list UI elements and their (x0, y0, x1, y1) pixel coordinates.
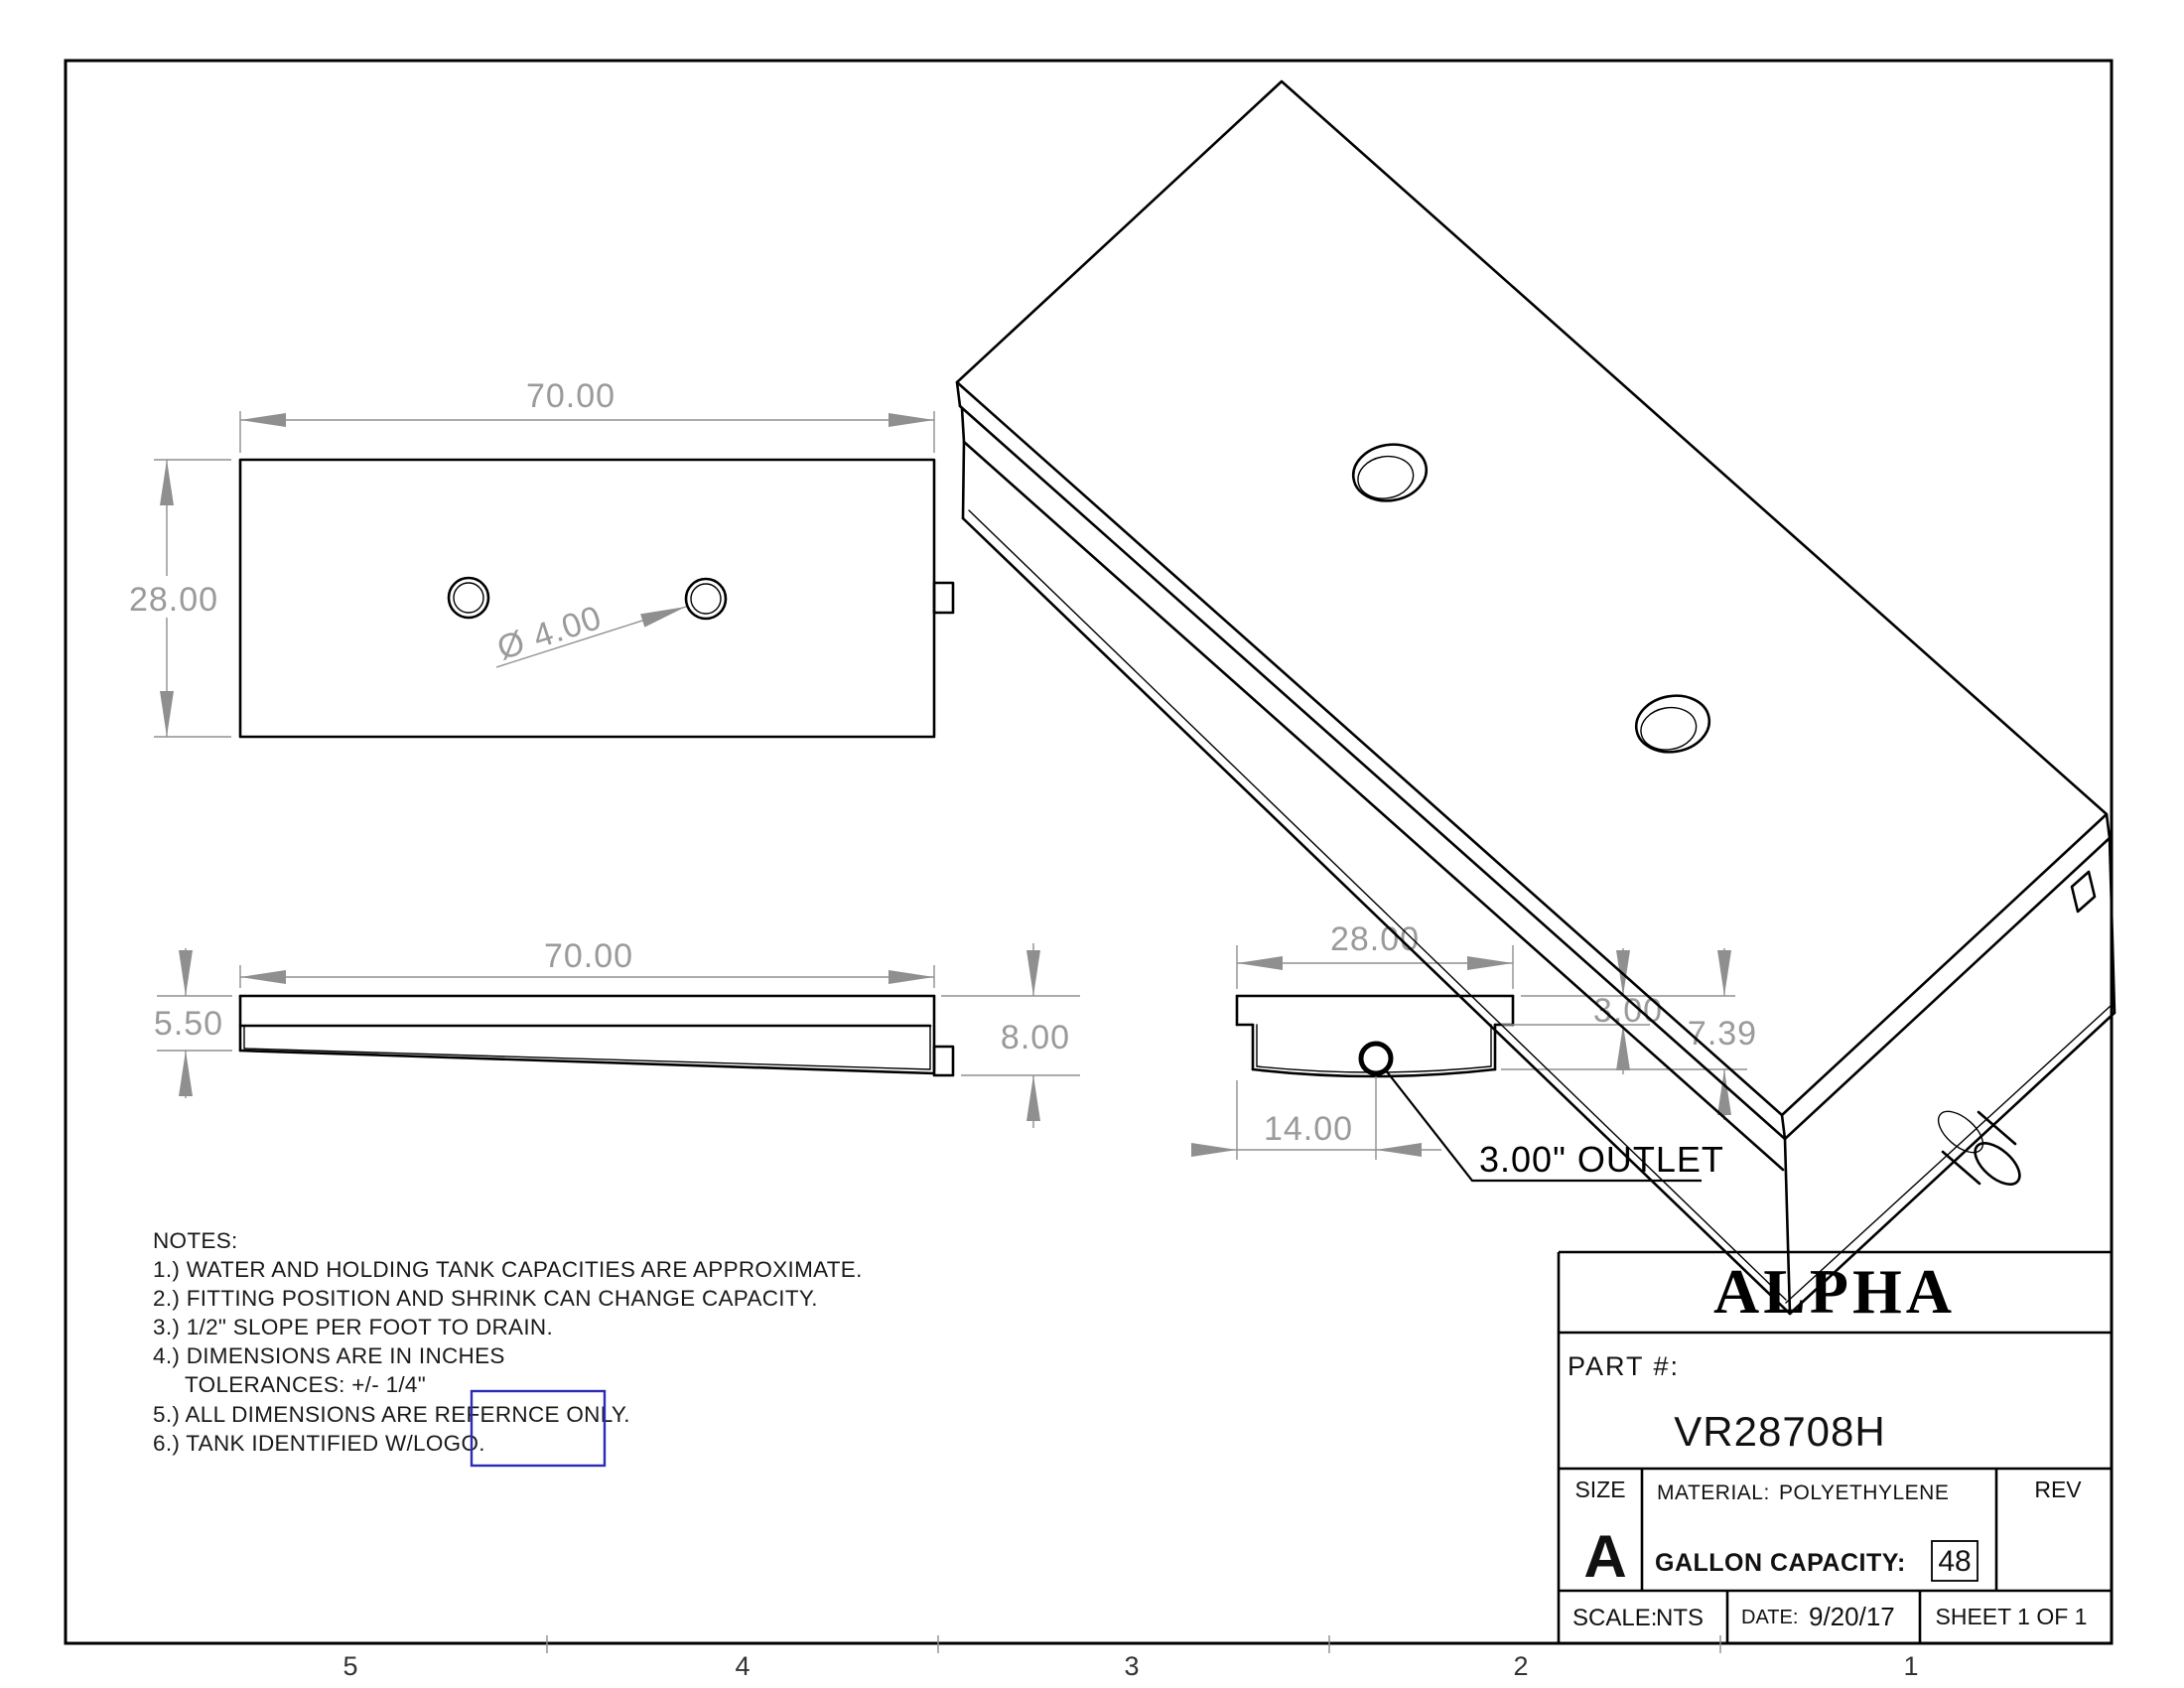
side-view-outlet-fitting (932, 1045, 955, 1077)
end-view-outline (1235, 994, 1515, 1078)
note-line: 1.) WATER AND HOLDING TANK CAPACITIES AR… (153, 1257, 863, 1282)
capacity-value: 48 (1938, 1545, 1971, 1578)
zone-number: 5 (342, 1651, 357, 1681)
iso-top-holes (1351, 443, 1711, 754)
date-label: DATE: (1741, 1607, 1798, 1628)
side-view-outline (238, 994, 955, 1077)
tank-hole (684, 577, 728, 621)
part-number-value: VR28708H (1674, 1408, 1885, 1455)
zone-number: 1 (1903, 1651, 1918, 1681)
top-view-outline (238, 458, 955, 739)
title-block: ALPHA PART #: VR28708H SIZE A MATERIAL: … (1557, 1250, 2112, 1643)
note-line: 3.) 1/2" SLOPE PER FOOT TO DRAIN. (153, 1315, 553, 1339)
side-view-dimensions (157, 943, 1080, 1128)
iso-side-notch (2070, 870, 2097, 914)
zone-number: 2 (1513, 1651, 1528, 1681)
scale-label: SCALE: (1572, 1605, 1657, 1631)
side-view-length-dim: 70.00 (544, 937, 633, 975)
zone-numbers: 5 4 3 2 1 (342, 1651, 1918, 1681)
tank-hole (1634, 694, 1711, 754)
part-number-label: PART #: (1568, 1351, 1680, 1381)
top-view-length-dim: 70.00 (526, 377, 615, 415)
top-view: 70.00 28.00 Ø 4.00 (117, 377, 955, 739)
logo-placeholder-box (470, 1389, 607, 1468)
zone-number: 4 (735, 1651, 750, 1681)
tank-hole (447, 576, 490, 620)
notes-heading: NOTES: (153, 1228, 238, 1253)
top-view-width-dim: 28.00 (129, 581, 218, 619)
title-block-grid (1557, 1250, 2112, 1643)
isometric-view (955, 79, 2116, 1316)
iso-top-face (955, 79, 2109, 1117)
side-view-inner-lines (243, 1025, 931, 1070)
isometric-detail-lines (968, 509, 2112, 1304)
zone-tick-marks (546, 1635, 1721, 1653)
dim-text-mask (117, 576, 230, 618)
outlet-callout: 3.00" OUTLET (1385, 1069, 1724, 1183)
side-view: 70.00 5.50 8.00 (154, 937, 1080, 1128)
end-view-height-dim: 7.39 (1688, 1015, 1757, 1053)
company-logo-text: ALPHA (1713, 1256, 1956, 1327)
end-view-inner-lines (1256, 1024, 1492, 1073)
note-line: 2.) FITTING POSITION AND SHRINK CAN CHAN… (153, 1286, 818, 1311)
material-value: POLYETHYLENE (1779, 1481, 1949, 1504)
size-value: A (1583, 1523, 1626, 1590)
outlet-circle (1358, 1041, 1394, 1076)
note-line: 5.) ALL DIMENSIONS ARE REFERNCE ONLY. (153, 1402, 630, 1427)
capacity-value-box (1931, 1540, 1979, 1582)
date-value: 9/20/17 (1809, 1602, 1895, 1631)
material-label: MATERIAL: (1657, 1481, 1770, 1504)
sheet-border: 5 4 3 2 1 (64, 59, 2114, 1681)
rev-label: REV (2034, 1477, 2082, 1502)
zone-number: 3 (1124, 1651, 1139, 1681)
capacity-label: GALLON CAPACITY: (1655, 1549, 1906, 1577)
note-line: 6.) TANK IDENTIFIED W/LOGO. (153, 1431, 485, 1456)
end-view-width-dim: 28.00 (1330, 920, 1420, 958)
end-view-outlet-offset-dim: 14.00 (1264, 1110, 1353, 1148)
side-fitting-tab (932, 581, 955, 615)
side-view-height-right-dim: 8.00 (1001, 1019, 1070, 1056)
sheet-label: SHEET 1 OF 1 (1936, 1604, 2088, 1629)
iso-outlet-cylinder (1937, 1110, 2021, 1186)
notes-block: NOTES: 1.) WATER AND HOLDING TANK CAPACI… (153, 1228, 863, 1468)
top-view-hole-inner-rings (453, 582, 722, 615)
note-line: 4.) DIMENSIONS ARE IN INCHES (153, 1343, 505, 1368)
tank-hole (1351, 443, 1429, 502)
note-line: TOLERANCES: +/- 1/4" (185, 1372, 426, 1397)
hole-diameter-dim: Ø 4.00 (492, 599, 607, 668)
outlet-label: 3.00" OUTLET (1479, 1139, 1724, 1180)
scale-value: NTS (1656, 1605, 1704, 1631)
isometric-body (955, 79, 2116, 1316)
size-label: SIZE (1574, 1477, 1625, 1502)
end-view: 3.00" OUTLET 28.00 3.00 7.39 14.00 (1191, 920, 1757, 1183)
side-view-height-left-dim: 5.50 (154, 1005, 223, 1043)
